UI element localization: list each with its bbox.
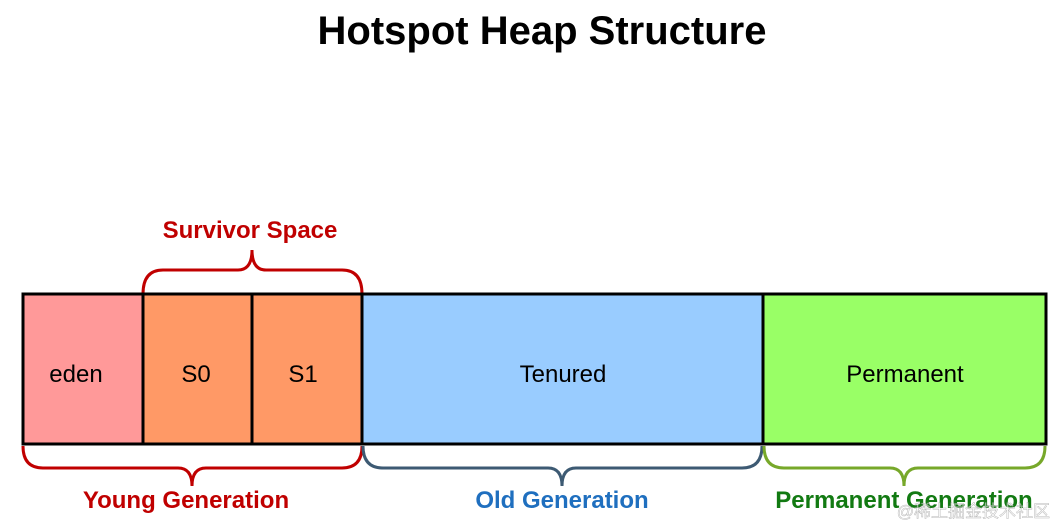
old-generation-brace	[361, 445, 764, 487]
young-generation-brace	[21, 445, 364, 487]
permanent-generation-label: Permanent Generation	[775, 487, 1032, 514]
eden-region	[21, 292, 145, 446]
tenured-region	[360, 292, 765, 446]
survivor-space-brace	[141, 249, 364, 295]
old-generation-label: Old Generation	[475, 487, 648, 514]
s0-region	[141, 292, 254, 446]
diagram-title: Hotspot Heap Structure	[318, 9, 767, 53]
permanent-label: Permanent	[846, 361, 964, 388]
watermark-text: @稀土掘金技术社区	[897, 502, 1050, 521]
tenured-label: Tenured	[520, 361, 607, 388]
eden-label: eden	[49, 361, 102, 388]
survivor-space-label: Survivor Space	[163, 217, 338, 244]
young-generation-label: Young Generation	[83, 487, 289, 514]
s0-label: S0	[181, 361, 210, 388]
s1-label: S1	[288, 361, 317, 388]
permanent-region	[761, 292, 1048, 446]
s1-region	[250, 292, 364, 446]
permanent-generation-brace	[762, 445, 1047, 487]
